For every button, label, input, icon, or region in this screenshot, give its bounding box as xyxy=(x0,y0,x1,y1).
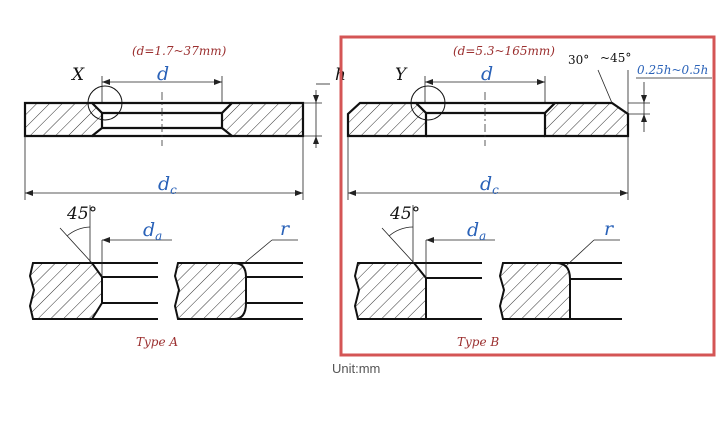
type-b-drawing: (d=5.3~165mm) Y d 30° ~45° 0.25h~0.5h xyxy=(346,44,712,349)
type-a-angle: 45° xyxy=(66,204,97,224)
type-a-dim-dc: d xyxy=(158,173,170,195)
type-b-angle-30: 30° xyxy=(568,53,589,67)
type-b-radius: r xyxy=(604,218,615,240)
type-a-dim-d: d xyxy=(157,63,169,85)
type-b-highlight-frame xyxy=(339,35,716,357)
type-a-radius: r xyxy=(280,218,291,240)
type-b-caption: Type B xyxy=(457,335,499,349)
svg-text:da: da xyxy=(143,219,162,243)
type-a-view-label: X xyxy=(70,65,85,85)
type-a-dim-da-sub: a xyxy=(155,229,162,243)
type-b-dim-dc-sub: c xyxy=(492,183,499,197)
type-b-chamfer: 0.25h~0.5h xyxy=(637,63,708,77)
type-a-caption: Type A xyxy=(136,335,178,349)
type-a-drawing: (d=1.7~37mm) X d h dc xyxy=(23,44,346,349)
type-a-range: (d=1.7~37mm) xyxy=(132,44,227,58)
svg-text:dc: dc xyxy=(158,173,177,197)
svg-text:da: da xyxy=(467,219,486,243)
type-a-dim-dc-sub: c xyxy=(170,183,177,197)
type-b-angle: 45° xyxy=(389,204,420,224)
type-b-dim-d: d xyxy=(481,63,493,85)
type-b-range: (d=5.3~165mm) xyxy=(453,44,555,58)
type-b-dim-da-sub: a xyxy=(479,229,486,243)
type-b-view-label: Y xyxy=(395,65,408,85)
type-b-dim-dc: d xyxy=(480,173,492,195)
type-a-dim-da: d xyxy=(143,219,155,241)
unit-label: Unit:mm xyxy=(332,361,380,376)
type-b-angle-45-top: ~45° xyxy=(600,51,631,65)
svg-text:dc: dc xyxy=(480,173,499,197)
type-b-dim-da: d xyxy=(467,219,479,241)
